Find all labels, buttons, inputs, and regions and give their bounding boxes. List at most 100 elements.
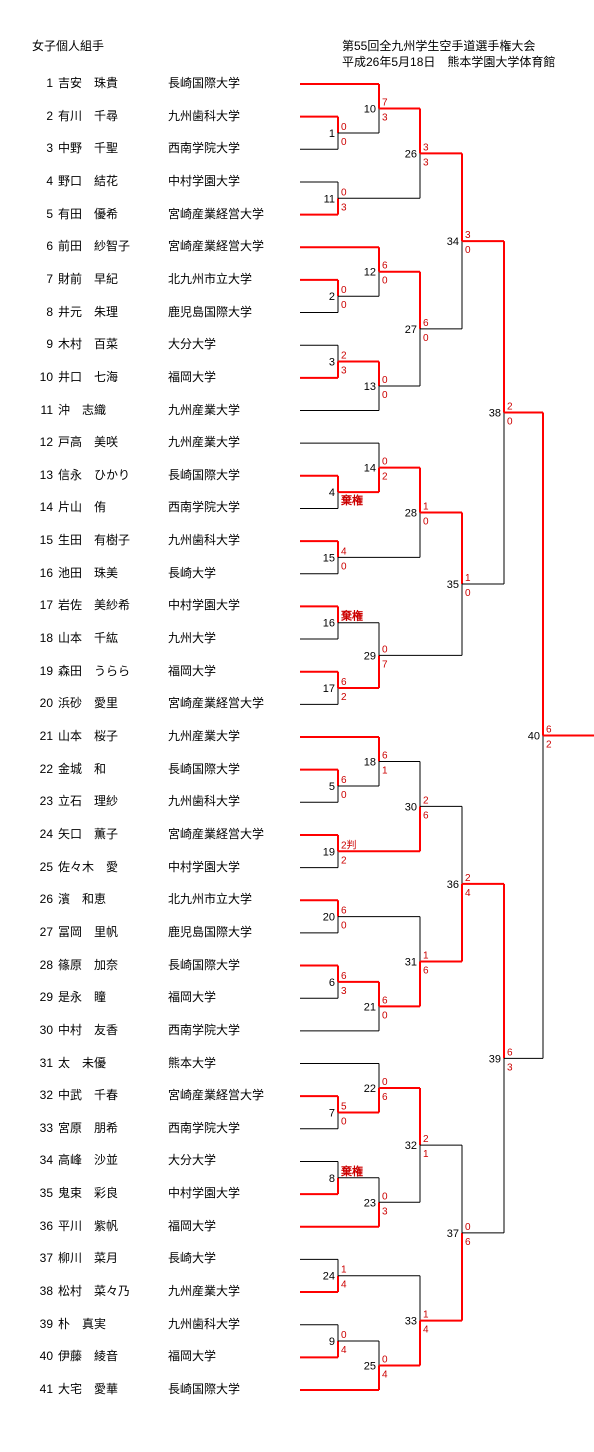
player-name: 中野 千聖 xyxy=(58,141,119,156)
score-a: 0 xyxy=(382,1191,388,1202)
player-school: 九州産業大学 xyxy=(168,435,241,450)
score-a: 0 xyxy=(382,375,388,386)
score-a: 5 xyxy=(341,1101,347,1112)
player-name: 佐々木 愛 xyxy=(58,859,119,874)
match-number: 35 xyxy=(447,579,459,591)
score-b: 4 xyxy=(382,1370,388,1381)
match-number: 11 xyxy=(324,193,335,205)
match-number: 30 xyxy=(405,801,417,813)
player-number: 27 xyxy=(39,924,53,939)
score-b: 4 xyxy=(341,1345,347,1356)
score-b: 0 xyxy=(382,276,388,287)
match-number: 28 xyxy=(405,508,417,520)
score-b: 0 xyxy=(341,300,347,311)
score-a: 6 xyxy=(546,724,552,735)
player-number: 18 xyxy=(39,631,53,646)
player-name: 是永 瞳 xyxy=(58,990,107,1005)
score-a: 6 xyxy=(341,906,347,917)
player-number: 25 xyxy=(39,859,53,874)
player-name: 宮原 朋希 xyxy=(58,1120,119,1135)
player-school: 九州歯科大学 xyxy=(168,794,241,809)
player-name: 太 未優 xyxy=(58,1055,107,1070)
player-name: 大宅 愛華 xyxy=(58,1382,119,1396)
score-a: 棄権 xyxy=(340,1164,363,1178)
score-b: 6 xyxy=(423,810,429,821)
player-school: 九州歯科大学 xyxy=(168,108,241,123)
player-name: 金城 和 xyxy=(58,761,107,776)
player-name: 池田 珠美 xyxy=(58,565,119,580)
match-number: 10 xyxy=(364,103,376,115)
player-number: 28 xyxy=(39,957,53,972)
score-a: 1 xyxy=(423,950,429,961)
match-number: 7 xyxy=(329,1107,335,1119)
player-school: 鹿児島国際大学 xyxy=(168,304,253,319)
match-number: 17 xyxy=(323,683,335,695)
player-number: 16 xyxy=(39,565,53,580)
player-school: 中村学園大学 xyxy=(168,173,241,188)
match-number: 33 xyxy=(405,1316,417,1328)
player-school: 長崎国際大学 xyxy=(168,1382,241,1396)
score-b: 6 xyxy=(382,1092,388,1103)
player-number: 31 xyxy=(39,1055,53,1070)
match-number: 3 xyxy=(329,357,335,369)
score-a: 0 xyxy=(382,644,388,655)
player-name: 松村 菜々乃 xyxy=(58,1284,131,1299)
player-school: 西南学院大学 xyxy=(168,500,241,515)
score-b: 4 xyxy=(341,1280,347,1291)
player-school: 西南学院大学 xyxy=(168,1022,241,1037)
player-number: 30 xyxy=(39,1022,53,1037)
score-b: 棄権 xyxy=(340,493,363,507)
score-b: 1 xyxy=(423,1149,429,1160)
player-number: 14 xyxy=(39,500,53,515)
match-number: 18 xyxy=(364,756,376,768)
player-school: 中村学園大学 xyxy=(168,859,241,874)
score-a: 0 xyxy=(382,457,388,468)
score-b: 3 xyxy=(382,1206,388,1217)
score-a: 2 xyxy=(423,795,429,806)
player-number: 33 xyxy=(39,1120,53,1135)
player-name: 森田 うらら xyxy=(58,663,131,678)
score-a: 1 xyxy=(341,1265,347,1276)
match-number: 6 xyxy=(329,977,335,989)
score-a: 7 xyxy=(382,97,388,108)
score-a: 0 xyxy=(341,187,347,198)
player-school: 九州産業大学 xyxy=(168,729,241,743)
score-a: 6 xyxy=(382,995,388,1006)
score-b: 2 xyxy=(341,855,347,866)
player-name: 中武 千春 xyxy=(58,1088,119,1103)
score-b: 0 xyxy=(382,390,388,401)
player-school: 中村学園大学 xyxy=(168,1186,241,1201)
player-school: 大分大学 xyxy=(168,1153,217,1168)
player-name: 生田 有樹子 xyxy=(58,533,131,548)
score-a: 6 xyxy=(382,750,388,761)
match-number: 25 xyxy=(364,1361,376,1373)
score-a: 1 xyxy=(423,1310,429,1321)
player-school: 福岡大学 xyxy=(168,1349,217,1364)
event-title: 第55回全九州学生空手道選手権大会 xyxy=(342,39,536,53)
match-number: 14 xyxy=(364,463,376,475)
player-number: 37 xyxy=(39,1251,53,1266)
match-number: 12 xyxy=(364,267,376,279)
score-a: 棄権 xyxy=(340,609,363,623)
match-number: 15 xyxy=(323,552,335,564)
player-number: 34 xyxy=(39,1153,53,1168)
player-name: 前田 紗智子 xyxy=(58,239,131,254)
player-school: 九州産業大学 xyxy=(168,402,241,417)
player-name: 財前 早紀 xyxy=(58,271,119,286)
player-number: 2 xyxy=(46,108,53,123)
player-name: 濱 和恵 xyxy=(58,892,107,907)
match-number: 39 xyxy=(489,1053,501,1065)
player-number: 10 xyxy=(39,369,53,384)
score-a: 6 xyxy=(423,318,429,329)
score-b: 0 xyxy=(465,245,471,256)
player-school: 九州大学 xyxy=(168,631,217,646)
player-number: 21 xyxy=(39,729,53,743)
player-number: 35 xyxy=(39,1186,53,1201)
player-number: 17 xyxy=(39,598,53,613)
match-number: 31 xyxy=(405,956,417,968)
player-name: 有川 千尋 xyxy=(58,108,119,123)
score-b: 0 xyxy=(382,1010,388,1021)
player-number: 7 xyxy=(46,271,53,286)
score-b: 2 xyxy=(382,472,388,483)
player-name: 伊藤 綾音 xyxy=(58,1349,119,1364)
